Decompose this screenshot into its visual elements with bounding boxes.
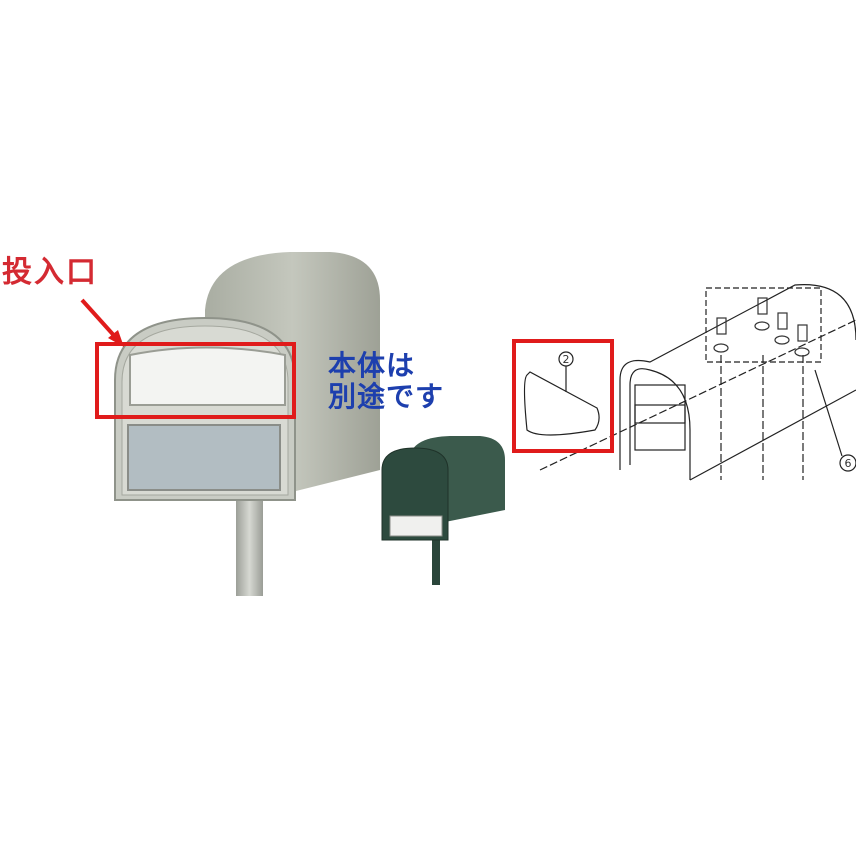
slot-highlight-box: [95, 342, 296, 419]
note-line-1: 本体は: [328, 349, 416, 382]
part-number-2: 2: [563, 353, 570, 366]
arrow-icon: [80, 298, 120, 342]
mail-slot-flap: [129, 346, 286, 406]
part-highlight-box: [512, 339, 614, 453]
green-mailbox: [381, 436, 505, 585]
nameplate: [127, 424, 281, 491]
stainless-mailbox: [114, 252, 380, 596]
note-line-2: 別途です: [328, 380, 445, 413]
slot-label: 投入口: [2, 255, 98, 290]
pole: [236, 490, 263, 596]
part-number-6: 6: [845, 457, 852, 470]
parts-diagram: [523, 284, 856, 481]
